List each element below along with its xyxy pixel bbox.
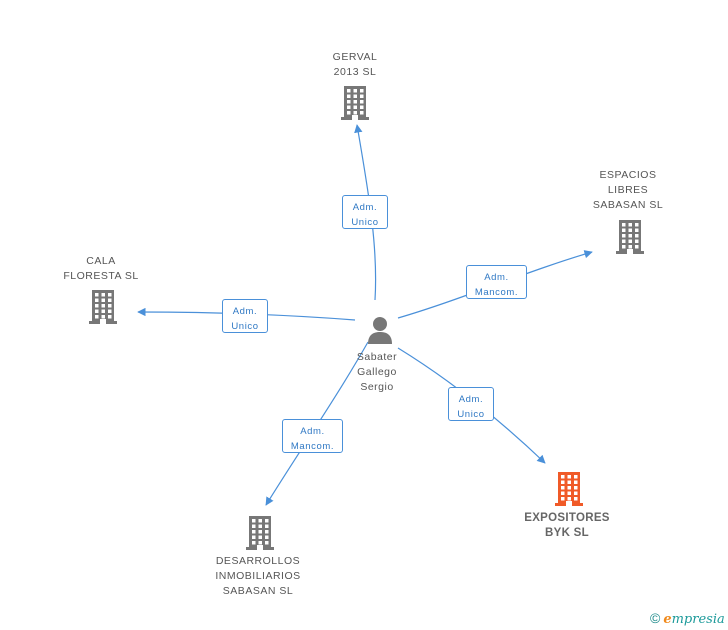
relation-label-line: Adm. — [352, 202, 378, 213]
company-node-gerval[interactable] — [341, 86, 369, 125]
relation-label-line: Adm. — [484, 272, 509, 283]
company-name-cala-line: FLORESTA SL — [63, 270, 139, 282]
building-icon — [341, 86, 369, 120]
relation-label-line: Mancom. — [474, 287, 519, 298]
relation-label-gerval[interactable]: Adm. Unico — [342, 195, 388, 229]
relation-label-line: Mancom. — [290, 441, 335, 452]
company-name-espacios-line: SABASAN SL — [592, 199, 664, 211]
brand-logo-letter: e — [663, 612, 672, 627]
company-name-desarrollos-line: DESARROLLOS — [215, 555, 301, 567]
relation-label-cala[interactable]: Adm. Unico — [222, 299, 268, 333]
company-name-gerval-line: GERVAL — [332, 51, 378, 63]
company-node-cala[interactable] — [89, 290, 117, 329]
relation-label-expositores[interactable]: Adm. Unico — [448, 387, 494, 421]
company-name-espacios-line: ESPACIOS — [599, 169, 657, 181]
relation-label-desarrollos[interactable]: Adm. Mancom. — [282, 419, 343, 453]
company-name-expositores[interactable]: EXPOSITORES BYK SL — [524, 511, 610, 541]
company-name-espacios-line: LIBRES — [607, 184, 649, 196]
copyright-symbol: © — [650, 610, 661, 626]
company-name-gerval[interactable]: GERVAL 2013 SL — [333, 50, 378, 80]
person-name-line: Gallego — [357, 366, 397, 378]
company-name-desarrollos-line: SABASAN SL — [222, 585, 294, 597]
relation-label-line: Unico — [457, 409, 485, 420]
company-name-desarrollos-line: INMOBILIARIOS — [215, 570, 301, 582]
empresia-brand[interactable]: ©empresia — [650, 610, 725, 627]
company-node-desarrollos[interactable] — [246, 516, 274, 555]
person-name-line: Sabater — [356, 351, 398, 363]
person-node[interactable] — [367, 316, 393, 349]
person-name-line: Sergio — [360, 381, 394, 393]
relation-label-line: Adm. — [458, 394, 484, 405]
building-icon — [89, 290, 117, 324]
relation-label-line: Adm. — [300, 426, 325, 437]
building-icon — [616, 220, 644, 254]
relation-label-line: Unico — [231, 321, 259, 332]
company-node-expositores[interactable] — [555, 472, 583, 511]
building-icon — [555, 472, 583, 506]
relation-label-line: Adm. — [232, 306, 258, 317]
person-icon — [368, 317, 392, 344]
company-name-gerval-line: 2013 SL — [333, 66, 377, 78]
company-node-espacios[interactable] — [616, 220, 644, 259]
company-name-espacios[interactable]: ESPACIOS LIBRES SABASAN SL — [593, 168, 663, 213]
company-name-cala-line: CALA — [86, 255, 116, 267]
company-name-desarrollos[interactable]: DESARROLLOS INMOBILIARIOS SABASAN SL — [215, 554, 300, 599]
relation-label-line: Unico — [351, 217, 379, 228]
company-name-expositores-line: EXPOSITORES — [524, 512, 610, 524]
company-name-expositores-line: BYK SL — [545, 527, 589, 539]
building-icon — [246, 516, 274, 550]
company-name-cala[interactable]: CALA FLORESTA SL — [63, 254, 138, 284]
relation-label-espacios[interactable]: Adm. Mancom. — [466, 265, 527, 299]
brand-logo-text: mpresia — [671, 612, 725, 627]
